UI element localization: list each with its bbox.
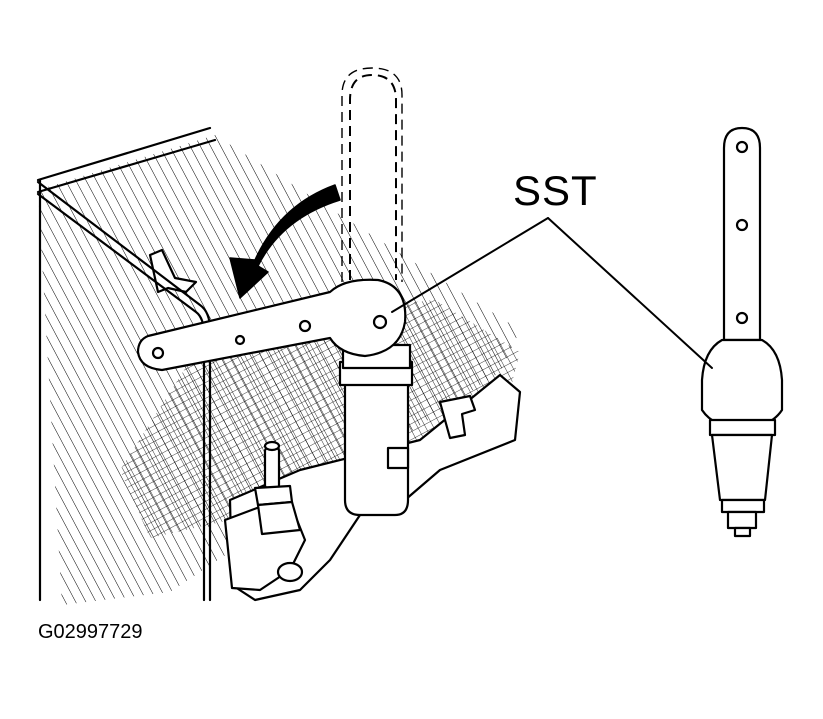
sst-tool-installed bbox=[136, 278, 414, 517]
sst-leader-lines bbox=[391, 217, 713, 369]
sst-label: SST bbox=[513, 167, 598, 214]
hose-clip bbox=[148, 248, 198, 294]
handle-ghost-position bbox=[341, 67, 403, 282]
curved-arrow-icon bbox=[229, 184, 341, 299]
sst-tool-detail bbox=[700, 126, 784, 538]
figure-code: G02997729 bbox=[38, 621, 143, 643]
